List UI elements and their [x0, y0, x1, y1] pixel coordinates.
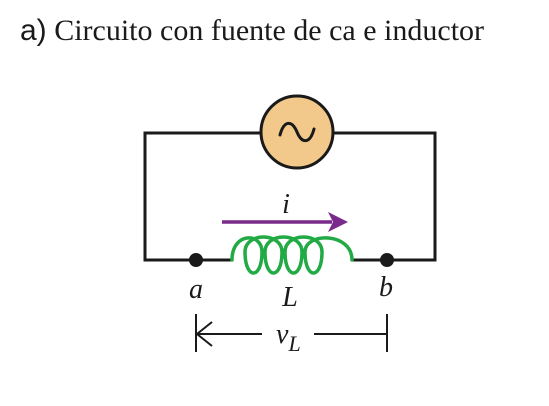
inductor-label: L	[281, 282, 298, 313]
voltage-label: vL	[276, 319, 301, 356]
panel-label: a)	[20, 14, 47, 47]
current-label: i	[282, 189, 290, 220]
voltage-measurement	[195, 314, 388, 352]
voltage-symbol: v	[276, 319, 289, 350]
figure-title: a) Circuito con fuente de ca e inductor	[20, 14, 484, 48]
current-arrow	[222, 212, 348, 232]
voltage-subscript: L	[287, 331, 300, 356]
ac-source-icon	[259, 94, 335, 170]
node-b-label: b	[379, 272, 393, 303]
title-text: Circuito con fuente de ca e inductor	[54, 14, 485, 47]
node-a-label: a	[189, 274, 203, 305]
inductor-coil	[230, 235, 354, 275]
node-b-dot	[380, 253, 394, 267]
node-a-dot	[189, 253, 203, 267]
